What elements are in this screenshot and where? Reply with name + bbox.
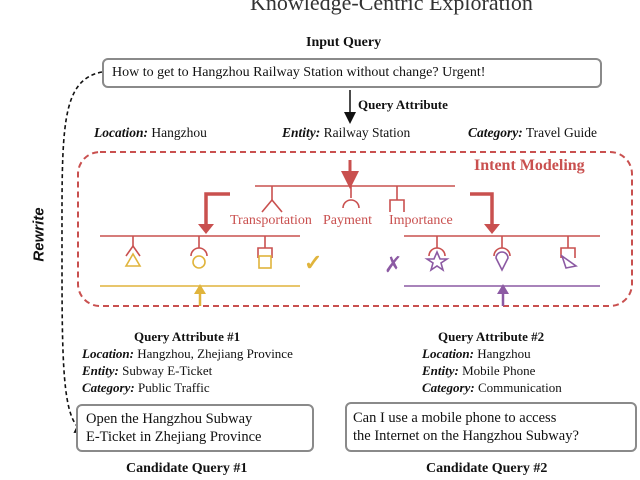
qa2-location: Location: Hangzhou <box>422 346 531 361</box>
input-query-text: How to get to Hangzhou Railway Station w… <box>112 65 486 80</box>
candidate-query-1-text: Open the Hangzhou Subway E-Ticket in Zhe… <box>86 410 261 446</box>
candidate-query-2-text: Can I use a mobile phone to access the I… <box>353 409 579 445</box>
attr-category: Category: Travel Guide <box>468 125 598 140</box>
candidate-query-2-line1: Can I use a mobile phone to access <box>353 410 557 426</box>
right-elbow-arrow <box>470 192 494 228</box>
left-elbow-arrow <box>204 192 230 228</box>
transportation-icon <box>261 198 283 213</box>
rewrite-label: Rewrite <box>30 207 48 262</box>
qa1-heading: Query Attribute #1 <box>134 329 241 344</box>
candidate-query-2-box[interactable] <box>345 402 637 452</box>
candidate-query-1-label: Candidate Query #1 <box>126 461 248 476</box>
payment-icon <box>342 199 360 209</box>
attr-entity: Entity: Railway Station <box>282 125 411 140</box>
qa1-location: Location: Hangzhou, Zhejiang Province <box>82 346 293 361</box>
figure-title-fragment: Knowledge-Centric Exploration <box>250 0 533 15</box>
dimension-payment: Payment <box>323 213 372 228</box>
right-flag-icon <box>560 236 578 269</box>
candidate-query-2-label: Candidate Query #2 <box>426 461 548 476</box>
candidate-query-1-box[interactable] <box>76 404 314 452</box>
qa2-entity: Entity: Mobile Phone <box>422 363 536 378</box>
intent-modeling-title: Intent Modeling <box>474 157 585 174</box>
qa2-category: Category: Communication <box>422 380 562 395</box>
candidate-query-1-line2: E-Ticket in Zhejiang Province <box>86 429 262 446</box>
attr-location: Location: Hangzhou <box>94 125 207 140</box>
left-circle-icon <box>190 236 208 269</box>
candidate-query-2-line2: the Internet on the Hangzhou Subway? <box>353 428 579 445</box>
check-mark: ✓ <box>304 250 323 275</box>
intent-modeling-region <box>77 151 633 307</box>
query-attribute-label: Query Attribute <box>358 97 448 112</box>
candidate-query-1-line1: Open the Hangzhou Subway <box>86 411 253 427</box>
left-square-icon <box>257 236 273 269</box>
left-triangle-icon <box>124 236 142 267</box>
input-query-heading: Input Query <box>306 35 382 50</box>
qa2-heading: Query Attribute #2 <box>438 329 545 344</box>
importance-icon <box>389 199 405 212</box>
input-query-box[interactable] <box>102 58 602 88</box>
right-star-icon <box>424 236 450 272</box>
qa1-entity: Entity: Subway E-Ticket <box>82 363 213 378</box>
dimension-transportation: Transportation <box>230 213 312 228</box>
dimension-importance: Importance <box>389 213 453 228</box>
qa1-category: Category: Public Traffic <box>82 380 210 395</box>
x-mark: ✗ <box>384 252 403 277</box>
right-pin-icon <box>493 236 511 272</box>
